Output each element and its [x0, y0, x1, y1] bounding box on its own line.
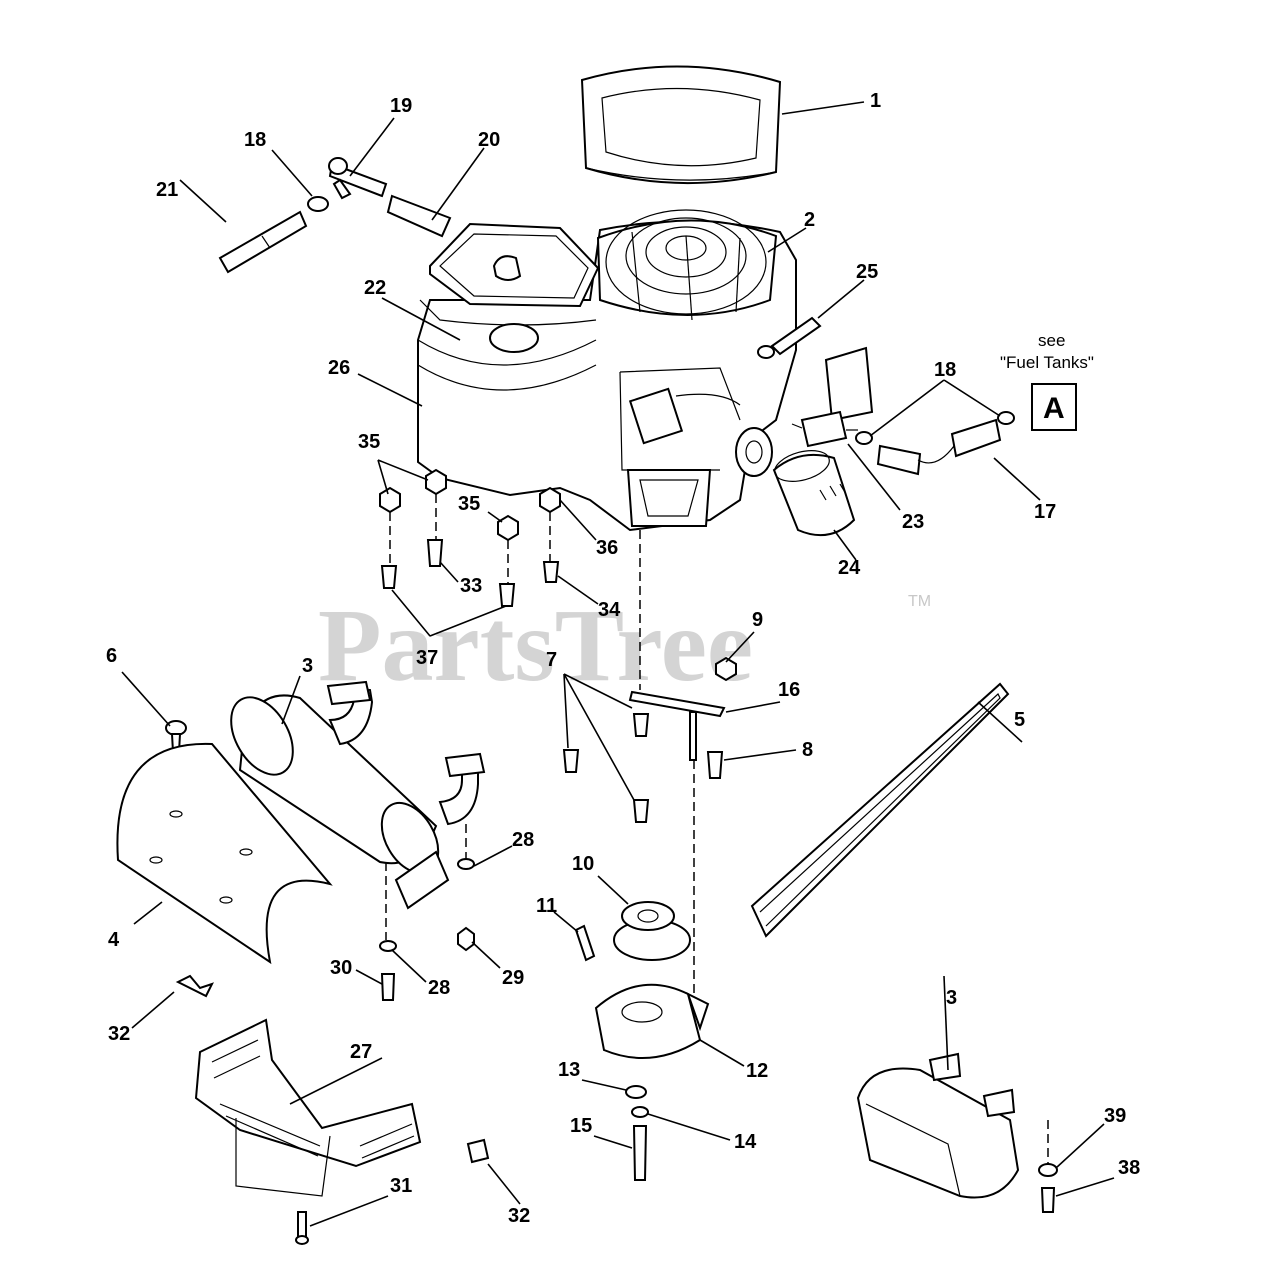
- fuel-filter: [791, 410, 858, 448]
- engine-block: [417, 209, 797, 532]
- callout-10: 10: [572, 853, 594, 875]
- callout-17: 17: [1034, 501, 1056, 523]
- muffler-hardware: [379, 858, 475, 1001]
- callout-12: 12: [746, 1060, 768, 1082]
- engine-pulley: [613, 901, 691, 961]
- hose-clamp-right: [855, 411, 1015, 445]
- reference-box-letter: A: [1043, 392, 1065, 425]
- callout-33: 33: [460, 575, 482, 597]
- reference-see: see: [1038, 331, 1065, 350]
- spark-plug: [757, 316, 822, 359]
- callout-30: 30: [330, 957, 352, 979]
- air-filter-ring: [580, 65, 782, 185]
- callout-35-left: 35: [358, 431, 380, 453]
- air-filter-element: [824, 346, 874, 422]
- fuel-hose: [876, 418, 1002, 476]
- callout-28-right: 28: [512, 829, 534, 851]
- fuel-fittings-upper: [218, 157, 452, 274]
- fuel-tanks-reference: see "Fuel Tanks" A: [1000, 331, 1094, 431]
- callout-11: 11: [536, 895, 557, 917]
- callout-5: 5: [1014, 709, 1025, 731]
- callout-18-right: 18: [934, 359, 956, 381]
- reference-target: "Fuel Tanks": [1000, 353, 1094, 372]
- callout-7: 7: [546, 649, 557, 671]
- callout-18-left: 18: [244, 129, 266, 151]
- callout-15: 15: [570, 1115, 592, 1137]
- callout-31: 31: [390, 1175, 412, 1197]
- callout-24: 24: [838, 557, 861, 579]
- muffler-right: [856, 1052, 1049, 1199]
- drive-belt: [750, 682, 1010, 938]
- clutch-hardware: [625, 1085, 649, 1181]
- callout-23: 23: [902, 511, 924, 533]
- pto-bracket: [562, 656, 737, 823]
- callout-4: 4: [108, 929, 120, 951]
- callout-25: 25: [856, 261, 878, 283]
- callout-3-top: 3: [302, 655, 313, 677]
- engine-mount-hardware: [379, 468, 561, 607]
- muffler-left: [230, 680, 486, 940]
- muffler-bracket: [175, 974, 490, 1245]
- leader-lines: [121, 101, 1115, 1227]
- callout-28-left: 28: [428, 977, 450, 999]
- callout-14: 14: [734, 1131, 757, 1153]
- oil-filter: [772, 450, 856, 537]
- callout-9: 9: [752, 609, 763, 631]
- callout-27: 27: [350, 1041, 372, 1063]
- callout-numbers: 1 2 3 3 4 5 6 7 8 9 10 11 12 13 14 15 16…: [106, 90, 1140, 1227]
- callout-32-left: 32: [108, 1023, 130, 1045]
- callout-19: 19: [390, 95, 412, 117]
- callout-29: 29: [502, 967, 524, 989]
- callout-20: 20: [478, 129, 500, 151]
- callout-8: 8: [802, 739, 813, 761]
- callout-21: 21: [156, 179, 178, 201]
- callout-1: 1: [870, 90, 881, 112]
- callout-38: 38: [1118, 1157, 1140, 1179]
- callout-39: 39: [1104, 1105, 1126, 1127]
- callout-16: 16: [778, 679, 800, 701]
- pulley-key: [574, 924, 596, 962]
- muffler-right-hardware: [1038, 1163, 1058, 1213]
- callout-34: 34: [598, 599, 621, 621]
- callout-37: 37: [416, 647, 438, 669]
- callout-2: 2: [804, 209, 815, 231]
- pto-clutch: [594, 983, 710, 1059]
- watermark: PartsTree: [318, 588, 753, 703]
- callout-32-right: 32: [508, 1205, 530, 1227]
- oil-cover: [429, 222, 600, 308]
- callout-13: 13: [558, 1059, 580, 1081]
- callout-22: 22: [364, 277, 386, 299]
- callout-3-right: 3: [946, 987, 957, 1009]
- callout-26: 26: [328, 357, 350, 379]
- reference-box: [1031, 383, 1077, 431]
- watermark-trademark: TM: [908, 593, 931, 610]
- callout-35-mid: 35: [458, 493, 480, 515]
- callout-6: 6: [106, 645, 117, 667]
- heat-shield: [116, 742, 333, 965]
- callout-36: 36: [596, 537, 618, 559]
